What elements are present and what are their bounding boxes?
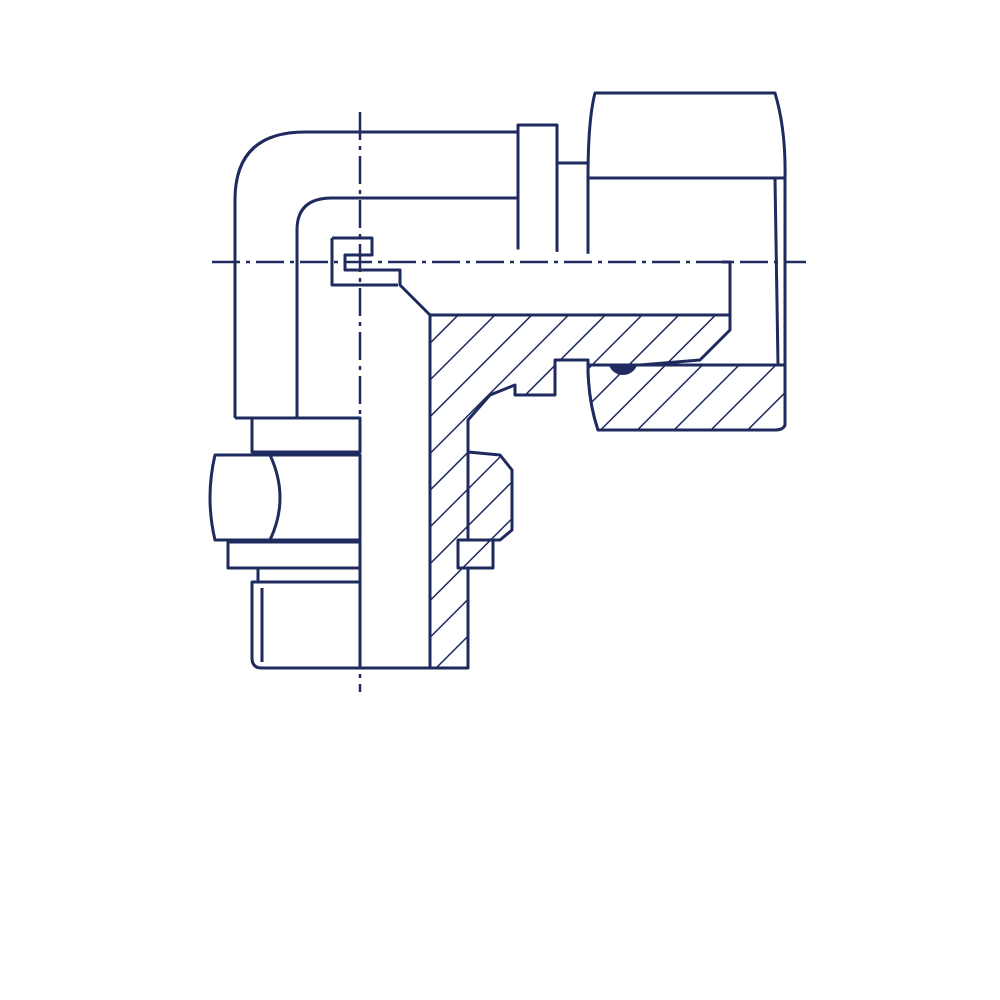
- body-section: [330, 236, 732, 670]
- side-seal: [456, 450, 514, 570]
- thread-stud: [250, 580, 430, 670]
- collar: [516, 123, 591, 264]
- hex-nut: [208, 416, 362, 584]
